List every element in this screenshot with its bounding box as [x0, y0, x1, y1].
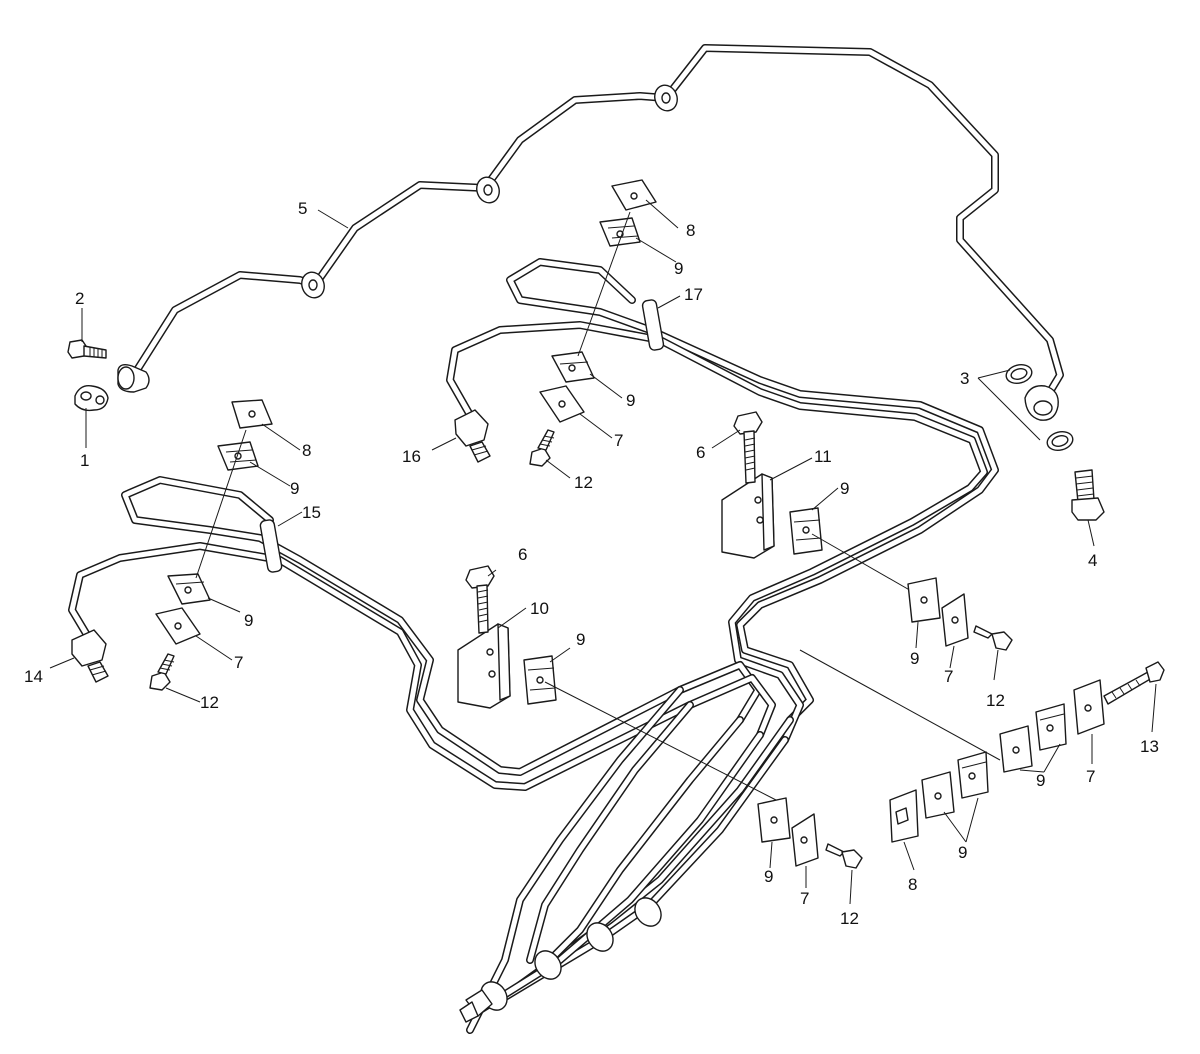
- callout-7: 7: [234, 653, 243, 672]
- clamp-half: [999, 725, 1033, 773]
- leak-off-return-line: [117, 44, 1064, 404]
- callout-8: 8: [908, 875, 917, 894]
- injector-union-nut: [454, 409, 491, 463]
- callout-9: 9: [626, 391, 635, 410]
- bracket-bolt: [733, 411, 763, 484]
- clamp-half: [789, 507, 823, 555]
- callout-17: 17: [684, 285, 703, 304]
- pipe-clamp: [259, 519, 283, 573]
- callout-9: 9: [764, 867, 773, 886]
- clamp-half: [599, 217, 641, 247]
- callout-1: 1: [80, 451, 89, 470]
- assembly-line: [577, 211, 631, 357]
- leak-off-end-fitting: [117, 363, 150, 393]
- injection-line-bundle-lower: [68, 476, 776, 791]
- callout-16: 16: [402, 447, 421, 466]
- clamp-plate: [791, 813, 819, 867]
- clamp-half: [217, 441, 259, 471]
- clamp-bolt: [529, 429, 555, 467]
- clamp-bolt: [973, 625, 1013, 651]
- callout-13: 13: [1140, 737, 1159, 756]
- leader-lines: [49, 199, 1157, 905]
- callout-4: 4: [1088, 551, 1097, 570]
- callout-12: 12: [200, 693, 219, 712]
- return-banjo-assembly: [1005, 363, 1074, 452]
- callout-9: 9: [290, 479, 299, 498]
- pipe-clamp: [641, 299, 665, 351]
- callout-10: 10: [530, 599, 549, 618]
- banjo-bolt: [67, 339, 107, 359]
- mounting-bracket: [721, 473, 775, 559]
- callout-12: 12: [986, 691, 1005, 710]
- mounting-bracket: [457, 623, 511, 709]
- callout-8: 8: [302, 441, 311, 460]
- long-clamp-bolt: [1103, 661, 1165, 705]
- callout-5: 5: [298, 199, 307, 218]
- callout-12: 12: [840, 909, 859, 928]
- clamp-half: [921, 771, 955, 819]
- clamp-bolt: [149, 653, 175, 691]
- sealing-washer: [74, 385, 109, 412]
- bracket-bolt: [465, 565, 495, 634]
- callout-7: 7: [944, 667, 953, 686]
- leak-off-banjo-connector: [301, 271, 325, 299]
- callout-labels: 2 1 5 3 4 6 6 10 11 9 9 8 9 17 9 7 12 16…: [24, 199, 1159, 928]
- injector-union-nut: [71, 629, 109, 683]
- callout-15: 15: [302, 503, 321, 522]
- injection-line-bundle-upper: [446, 258, 999, 744]
- callout-9: 9: [244, 611, 253, 630]
- clamp-half: [757, 797, 791, 843]
- callout-14: 14: [24, 667, 43, 686]
- clamp-half: [1035, 703, 1067, 751]
- assembly-line: [544, 681, 777, 801]
- callout-9: 9: [840, 479, 849, 498]
- hollow-bolt: [1071, 469, 1105, 521]
- callout-9: 9: [910, 649, 919, 668]
- callout-9: 9: [674, 259, 683, 278]
- callout-9: 9: [576, 630, 585, 649]
- injection-pump-lines: [459, 686, 794, 1034]
- clamp-half: [957, 751, 989, 799]
- assembly-line: [195, 429, 247, 579]
- clamp-half: [907, 577, 941, 623]
- callout-12: 12: [574, 473, 593, 492]
- callout-11: 11: [814, 447, 832, 466]
- clamp-plate: [155, 607, 201, 645]
- callout-9: 9: [958, 843, 967, 862]
- assembly-line: [799, 649, 1001, 761]
- clamp-plate: [611, 179, 657, 211]
- clamp-half: [167, 573, 211, 605]
- leak-off-banjo-connector: [654, 84, 678, 112]
- callout-7: 7: [1086, 767, 1095, 786]
- callout-6: 6: [696, 443, 705, 462]
- clamp-plate: [1073, 679, 1105, 735]
- callout-7: 7: [800, 889, 809, 908]
- callout-2: 2: [75, 289, 84, 308]
- callout-6: 6: [518, 545, 527, 564]
- clamp-plate: [941, 593, 969, 647]
- assembly-line: [811, 533, 921, 597]
- clamp-plate: [889, 789, 919, 843]
- clamp-half: [551, 351, 595, 383]
- callout-3: 3: [960, 369, 969, 388]
- clamp-half: [523, 655, 557, 705]
- clamp-plate: [231, 399, 273, 429]
- callout-9: 9: [1036, 771, 1045, 790]
- callout-8: 8: [686, 221, 695, 240]
- clamp-plate: [539, 385, 585, 423]
- clamp-bolt: [825, 843, 863, 869]
- pump-union-nut: [459, 897, 662, 1023]
- callout-7: 7: [614, 431, 623, 450]
- leak-off-banjo-connector: [476, 176, 500, 204]
